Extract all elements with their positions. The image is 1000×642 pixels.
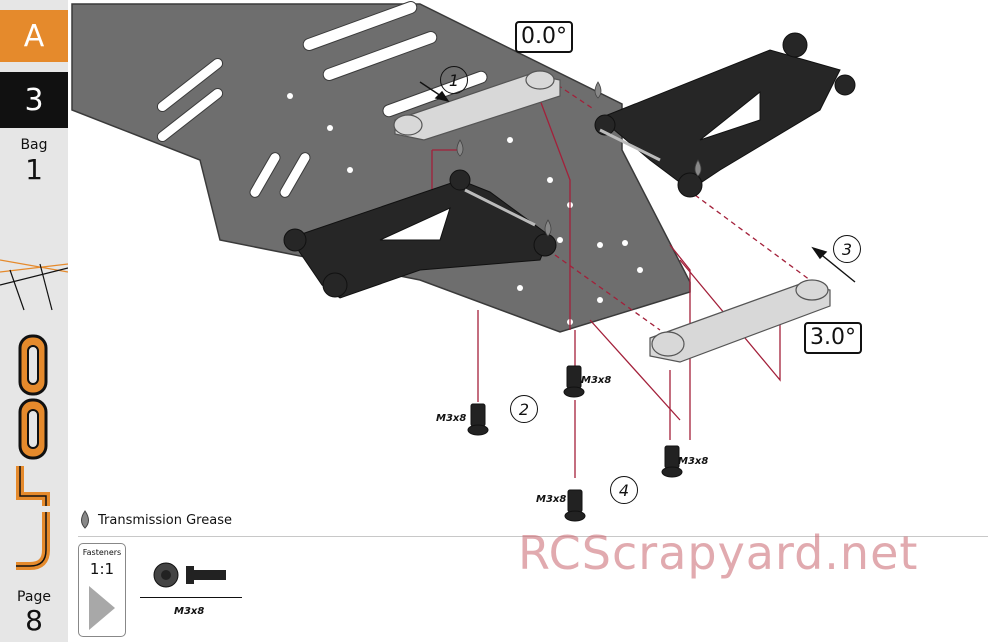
screw-2: [467, 403, 489, 436]
step-circle-2: 2: [510, 395, 538, 423]
rear-suspension-block: [649, 279, 831, 363]
section-letter: A: [0, 10, 68, 62]
fastener-label: M3x8: [174, 606, 205, 617]
grease-label: Transmission Grease: [98, 512, 232, 528]
screw-label: M3x8: [678, 456, 709, 467]
fasteners-box: Fasteners 1:1: [78, 543, 126, 637]
screw-3: [661, 445, 683, 478]
screw-4: [564, 489, 586, 522]
brand-logo: [0, 259, 68, 570]
right-suspension-arm: [594, 32, 856, 198]
fastener-divider: [140, 597, 242, 598]
sidebar: A 3 Bag 1 Page 8: [0, 0, 68, 642]
step-number: 3: [0, 72, 68, 128]
page-label: Page: [17, 589, 51, 605]
screw-label: M3x8: [536, 494, 567, 505]
screw-label: M3x8: [581, 375, 612, 386]
play-arrow-icon: [89, 586, 115, 630]
page-number: 8: [25, 603, 43, 637]
screws: [467, 365, 683, 522]
angle-label-front: 0.0°: [515, 21, 573, 53]
bag-number: 1: [25, 152, 43, 186]
step-circle-4: 4: [610, 476, 638, 504]
fasteners-scale: 1:1: [89, 560, 115, 578]
front-suspension-block: [393, 70, 561, 141]
fasteners-title: Fasteners: [82, 548, 122, 557]
bag-label: Bag: [20, 137, 48, 153]
left-suspension-arm: [283, 169, 557, 299]
fastener-m3x8-illustration: [153, 562, 226, 588]
step-circle-1: 1: [440, 66, 468, 94]
grease-legend: Transmission Grease: [78, 510, 232, 530]
watermark: RCScrapyard.net: [518, 526, 919, 580]
divider: [78, 536, 988, 537]
screw-label: M3x8: [436, 413, 467, 424]
step-circle-3: 3: [833, 235, 861, 263]
chassis-assembly-illustration: [71, 1, 856, 522]
angle-label-rear: 3.0°: [804, 322, 862, 354]
grease-drop-icon: [81, 510, 89, 529]
screw-1: [563, 365, 585, 398]
